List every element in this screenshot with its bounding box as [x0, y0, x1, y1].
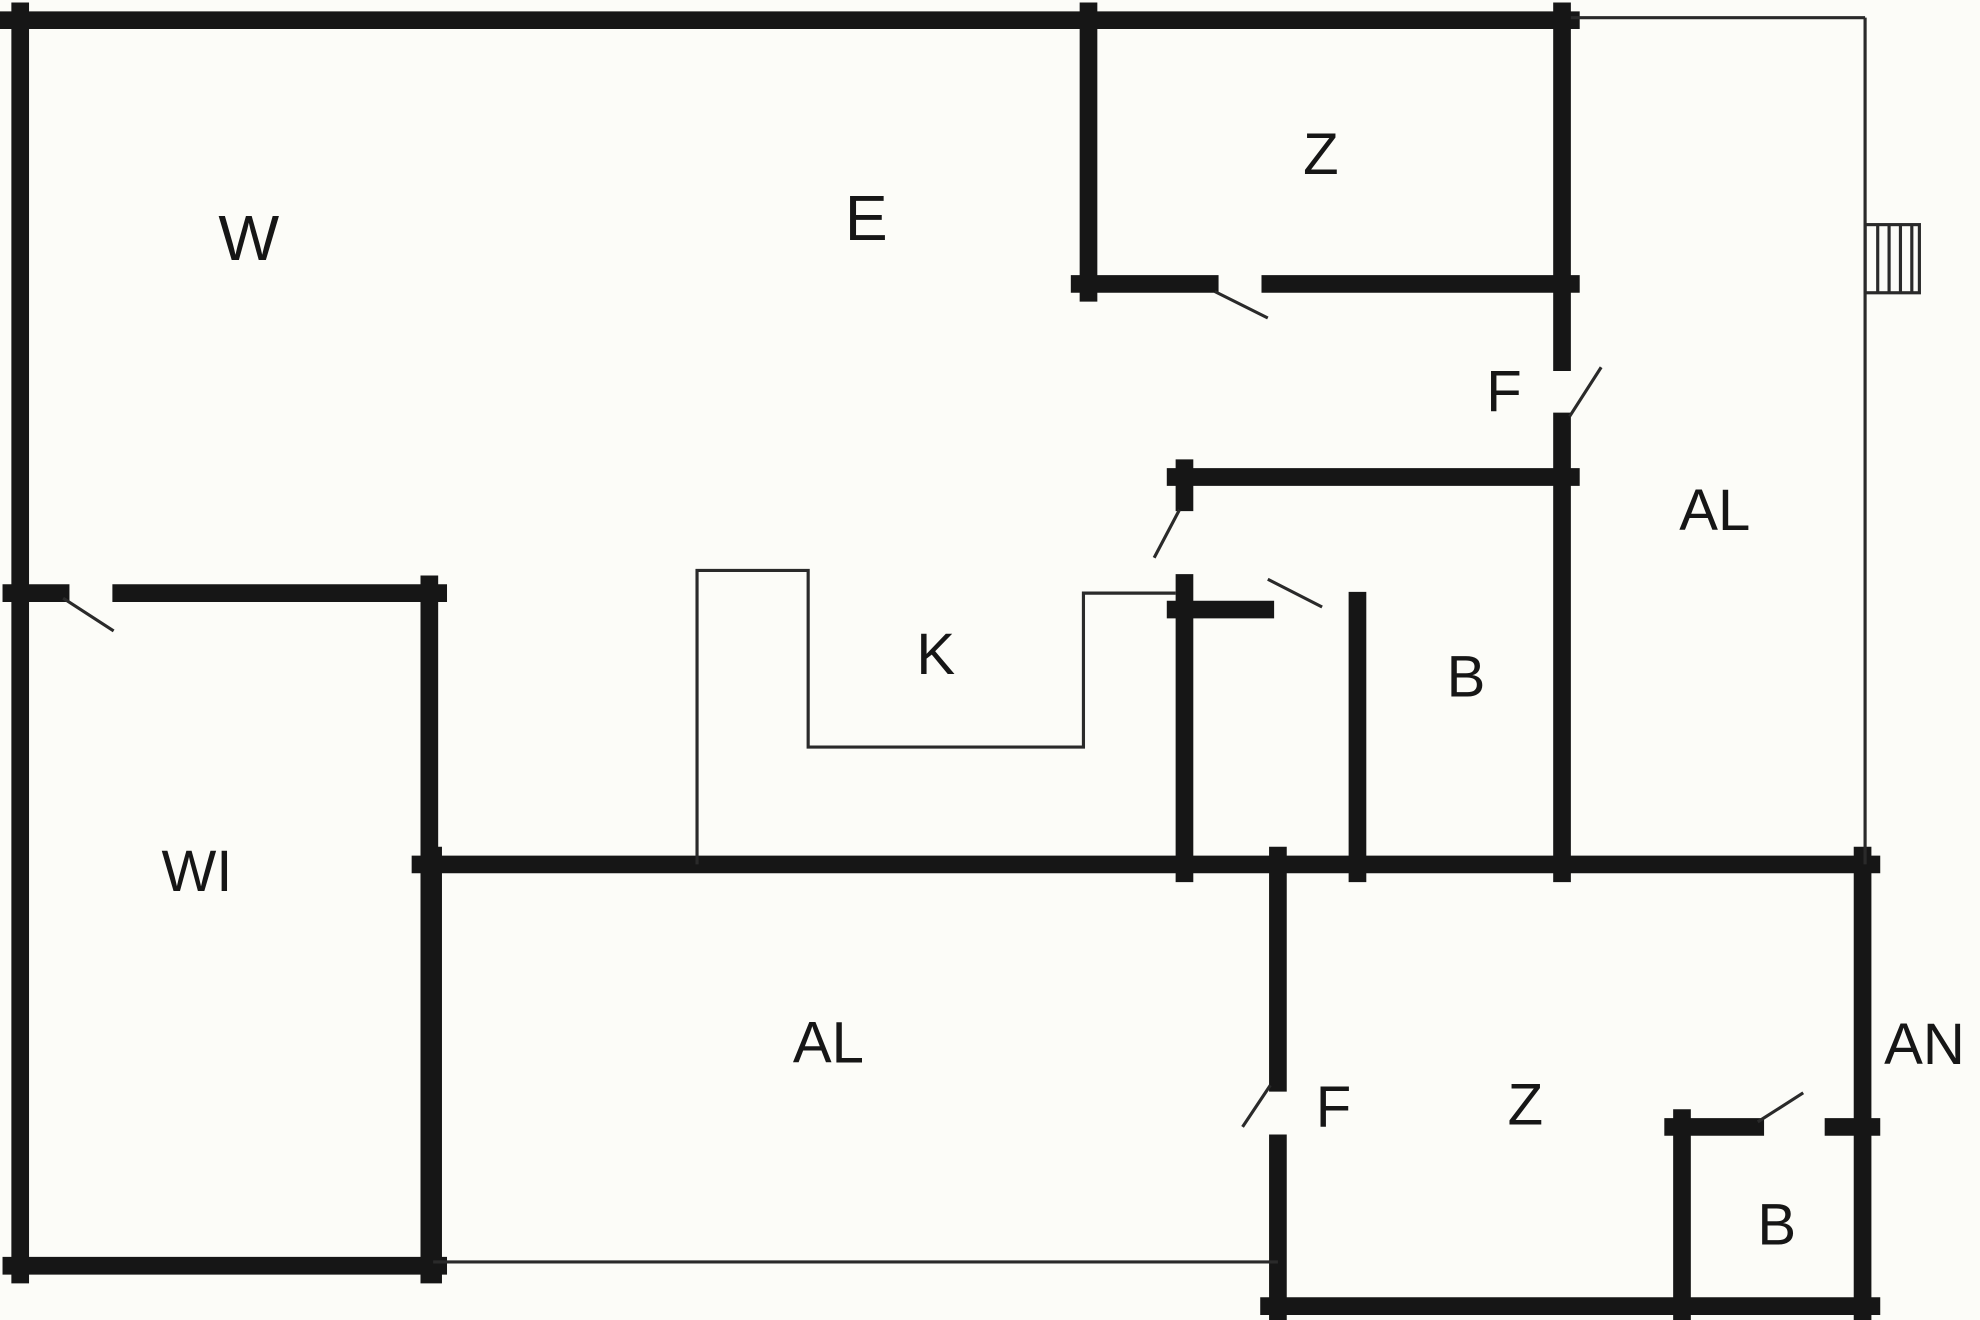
room-label-al-right: AL: [1679, 478, 1750, 543]
room-label-f-top: F: [1486, 359, 1521, 424]
walls: [0, 2, 1881, 1320]
room-label-al-bottom: AL: [793, 1011, 864, 1076]
room-label-z-bottom: Z: [1508, 1072, 1543, 1137]
kitchen-counter-line: [695, 568, 1176, 865]
kitchen-counter-outline: [695, 568, 1176, 865]
chimney-hatch-frame: [1863, 223, 1921, 295]
wall-lines: [0, 2, 1881, 1320]
door-swing-icons: [62, 290, 1805, 1128]
room-labels: W E Z F AL K B WI AL F Z AN B: [162, 122, 1965, 1257]
room-label-z-top: Z: [1303, 122, 1338, 187]
chimney-hatch-icon: [1863, 223, 1921, 295]
room-label-wi: WI: [162, 839, 233, 904]
chimney-hatch-bars: [1876, 224, 1914, 293]
room-label-b-mid: B: [1447, 645, 1486, 710]
annex-wall-lines: [433, 16, 1867, 1264]
room-label-b-bottom: B: [1757, 1192, 1796, 1257]
room-label-w: W: [218, 202, 279, 274]
room-label-k: K: [916, 622, 955, 687]
room-label-e: E: [845, 182, 888, 254]
room-label-f-bottom: F: [1316, 1075, 1351, 1140]
door-swing-lines: [62, 290, 1805, 1128]
room-label-an: AN: [1884, 1012, 1965, 1077]
annex-walls: [433, 16, 1867, 1264]
